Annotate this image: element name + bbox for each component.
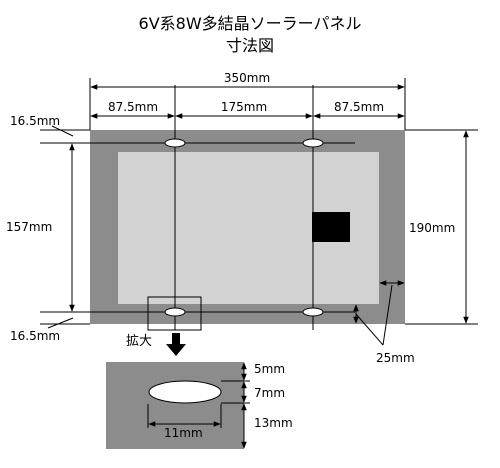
drawing-title: 6V系8W多結晶ソーラーパネル: [138, 14, 362, 33]
junction-box: [312, 212, 350, 242]
zoom-box: [147, 296, 202, 331]
drawing-subtitle: 寸法図: [225, 36, 274, 55]
dim-center-label: 175mm: [221, 100, 267, 114]
dim-total-height-label: 190mm: [409, 221, 455, 235]
dim-hole-spacing-label: 157mm: [6, 220, 52, 234]
zoom-label: 拡大: [126, 334, 152, 349]
mounting-hole: [164, 307, 186, 317]
mounting-hole: [302, 307, 324, 317]
dim-top-gap-label: 5mm: [254, 362, 285, 376]
leader-line: [355, 313, 384, 346]
dim-right-label: 87.5mm: [334, 100, 384, 114]
leader-line: [51, 125, 74, 137]
mounting-hole: [302, 138, 324, 148]
mounting-hole: [164, 138, 186, 148]
leader-line: [382, 284, 393, 346]
leader-line: [47, 317, 74, 329]
zoom-arrow-head: [166, 344, 186, 356]
dim-top-offset-label: 16.5mm: [10, 114, 60, 128]
zoom-arrow-shaft: [172, 333, 180, 345]
dim-left-label: 87.5mm: [108, 100, 158, 114]
detail-hole: [148, 380, 222, 404]
dim-bottom-gap-label: 13mm: [254, 416, 293, 430]
dim-total-width-label: 350mm: [224, 71, 270, 85]
dim-hole-length-label: 11mm: [164, 426, 203, 440]
dim-corner-margin-label: 25mm: [376, 351, 415, 365]
dim-hole-width-label: 7mm: [254, 386, 285, 400]
dim-bottom-offset-label: 16.5mm: [10, 329, 60, 343]
